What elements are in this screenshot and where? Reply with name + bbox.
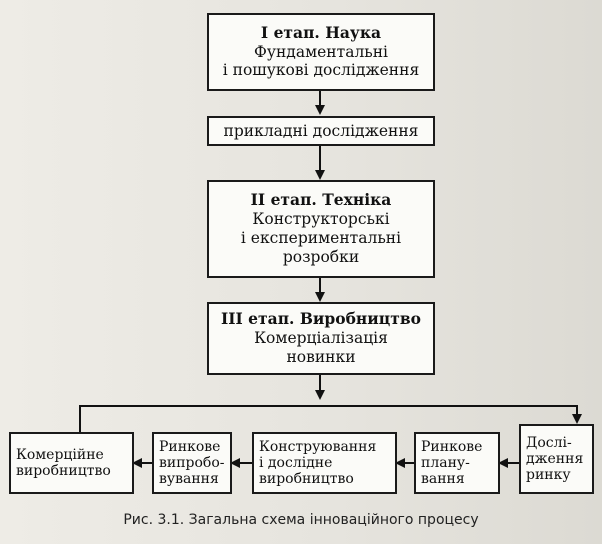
market-research-line-1: Дослі-: [526, 434, 572, 451]
commercial-production-box: Комерційне виробництво: [9, 432, 134, 494]
stage-3-line-1: Комерціалізація: [254, 329, 388, 348]
market-research-line-3: ринку: [526, 467, 571, 484]
stage-2-line-3: розробки: [282, 247, 360, 266]
figure-caption: Рис. 3.1. Загальна схема інноваційного п…: [123, 512, 479, 528]
market-testing-line-1: Ринкове: [159, 438, 221, 455]
commercial-production-line-2: виробництво: [16, 463, 111, 479]
stage-3-line-2: новинки: [286, 347, 356, 366]
market-planning-box: Ринкове плану- вання: [414, 432, 500, 494]
market-research-box: Дослі- дження ринку: [519, 424, 594, 494]
applied-research-box: прикладні дослідження: [207, 116, 435, 146]
market-testing-line-3: вування: [159, 471, 219, 488]
stage-3-title: III етап. Виробництво: [221, 309, 421, 329]
design-pilot-production-box: Конструювання і дослідне виробництво: [252, 432, 397, 494]
market-research-line-2: дження: [526, 450, 584, 467]
market-testing-line-2: випробо-: [159, 454, 225, 471]
stage-2-box: II етап. Техніка Конструкторські і експе…: [207, 180, 435, 278]
commercial-production-line-1: Комерційне: [16, 446, 104, 463]
stage-2-title: II етап. Техніка: [250, 190, 392, 210]
market-planning-line-3: вання: [421, 471, 465, 488]
stage-1-line-1: Фундаментальні: [253, 42, 389, 61]
market-planning-line-2: плану-: [421, 454, 470, 471]
applied-research-label: прикладні дослідження: [223, 121, 419, 140]
design-pilot-line-1: Конструювання: [259, 438, 377, 455]
design-pilot-line-3: виробництво: [259, 471, 354, 488]
market-testing-box: Ринкове випробо- вування: [152, 432, 232, 494]
market-planning-line-1: Ринкове: [421, 438, 483, 455]
design-pilot-line-2: і дослідне: [259, 454, 333, 471]
stage-1-line-2: і пошукові дослідження: [222, 61, 420, 80]
stage-3-box: III етап. Виробництво Комерціалізація но…: [207, 302, 435, 375]
stage-1-title: I етап. Наука: [260, 22, 382, 42]
stage-1-box: I етап. Наука Фундаментальні і пошукові …: [207, 13, 435, 91]
stage-2-line-1: Конструкторські: [252, 210, 390, 229]
stage-2-line-2: і експериментальні: [240, 229, 402, 247]
